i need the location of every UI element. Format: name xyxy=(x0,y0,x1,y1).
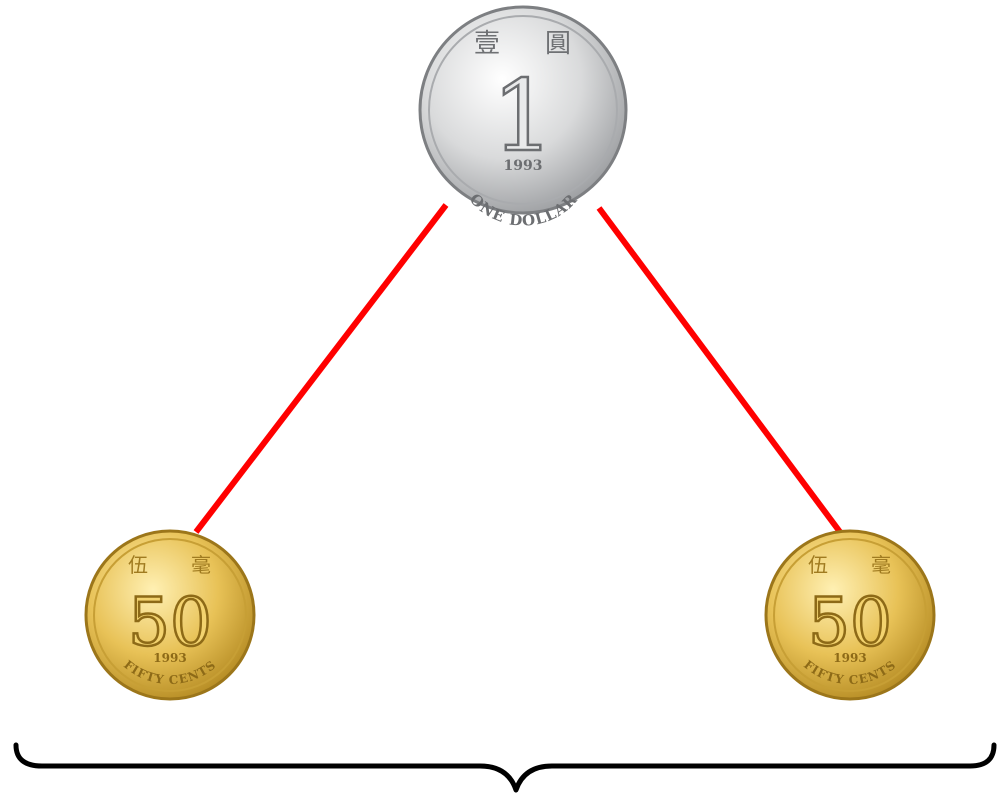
connector-line-left xyxy=(196,205,446,532)
fifty-cents-left-chinese-right: 毫 xyxy=(191,553,211,577)
fifty-cents-right-chinese-right: 毫 xyxy=(871,553,891,577)
fifty-cents-coin-right: 伍 毫 50 1993 FIFTY CENTS xyxy=(766,531,934,699)
fifty-cents-right-numeral: 50 xyxy=(808,584,892,661)
fifty-cents-coin-left: 伍 毫 50 1993 FIFTY CENTS xyxy=(86,531,254,699)
one-dollar-coin: 壹 圓 1 1993 ONE DOLLAR xyxy=(420,7,626,230)
fifty-cents-left-year: 1993 xyxy=(153,651,186,665)
fifty-cents-right-year: 1993 xyxy=(833,651,866,665)
curly-brace xyxy=(16,745,994,790)
one-dollar-chinese-right: 圓 xyxy=(545,29,571,59)
fifty-cents-left-chinese-left: 伍 xyxy=(128,553,148,577)
one-dollar-year: 1993 xyxy=(504,158,543,174)
connector-line-right xyxy=(599,208,840,532)
one-dollar-chinese-left: 壹 xyxy=(474,29,500,59)
fifty-cents-left-numeral: 50 xyxy=(128,584,212,661)
one-dollar-numeral: 1 xyxy=(492,60,554,174)
fifty-cents-right-chinese-left: 伍 xyxy=(808,553,828,577)
